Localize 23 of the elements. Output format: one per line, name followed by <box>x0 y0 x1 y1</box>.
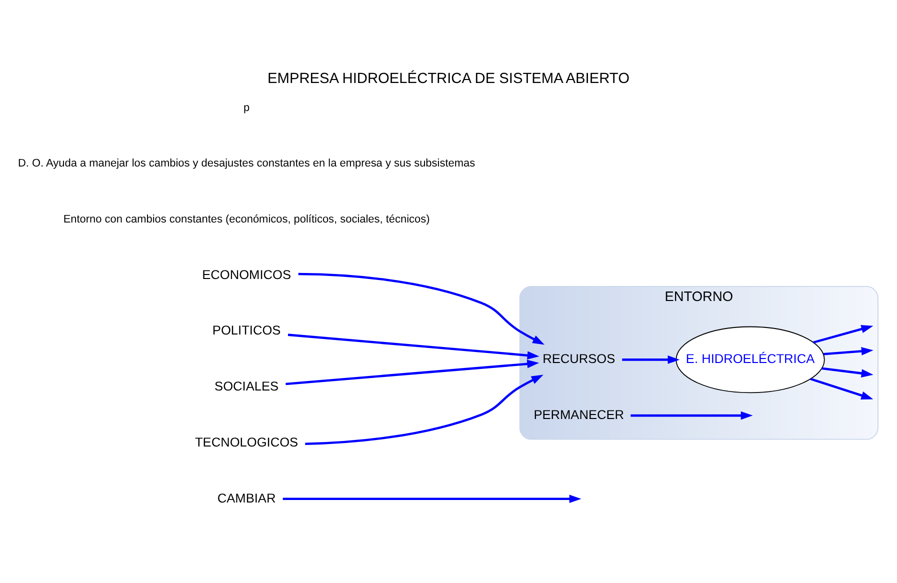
arrow <box>288 334 540 360</box>
arrow <box>822 367 874 378</box>
node-text: POLITICOS <box>212 322 281 338</box>
node-ellipse: E. HIDROELÉCTRICA <box>676 326 825 394</box>
arrow <box>622 356 680 364</box>
node-text: RECURSOS <box>542 351 616 366</box>
arrow <box>282 494 582 504</box>
arrow <box>813 325 874 344</box>
arrow <box>305 374 544 446</box>
node-text: SOCIALES <box>214 378 279 394</box>
node-text: TECNOLOGICOS <box>194 434 298 450</box>
node-text: PERMANECER <box>534 406 624 422</box>
label: p <box>243 102 250 114</box>
node-text: ECONOMICOS <box>202 266 291 282</box>
label: D. O. Ayuda a manejar los cambios y desajustes constantes en la empresa y sus subsistemas <box>18 158 476 170</box>
arrow <box>810 378 874 400</box>
arrow <box>298 272 545 345</box>
node-text: CAMBIAR <box>217 490 276 506</box>
label: Entorno con cambios constantes (económicos, políticos, sociales, técnicos) <box>63 213 430 226</box>
diagram-title: EMPRESA HIDROELÉCTRICA DE SISTEMA ABIERTO <box>268 71 630 88</box>
arrow <box>630 411 753 420</box>
arrow <box>823 347 874 356</box>
arrow <box>286 360 540 386</box>
